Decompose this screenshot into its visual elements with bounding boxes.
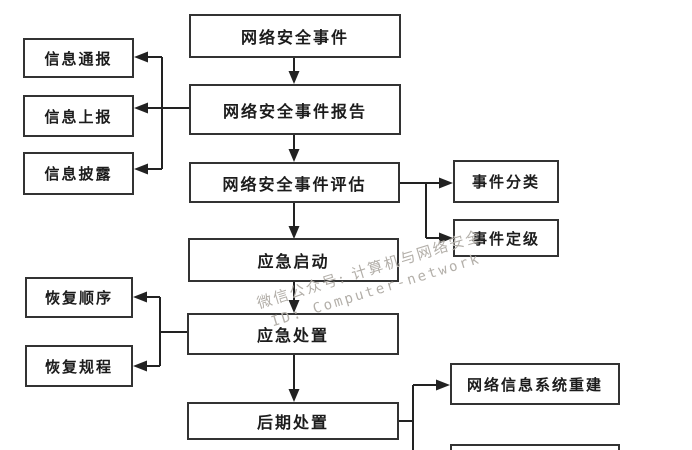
node-incident: 网络安全事件 <box>189 14 401 58</box>
arrow-right-icon <box>439 232 453 244</box>
connector-post-to-rebuild <box>399 379 450 450</box>
node-assess: 网络安全事件评估 <box>189 162 400 203</box>
node-classify: 事件分类 <box>453 160 559 203</box>
edge-response-to-post <box>288 355 300 402</box>
arrow-left-icon <box>134 163 148 175</box>
arrow-right-icon <box>436 379 450 391</box>
connector-report-to-info-boxes <box>134 51 189 175</box>
arrow-down-icon <box>288 300 300 313</box>
connector-response-to-recovery-boxes <box>133 291 187 372</box>
node-response: 应急处置 <box>187 313 399 355</box>
arrow-right-icon <box>439 177 453 189</box>
arrow-left-icon <box>133 360 147 372</box>
arrow-left-icon <box>134 51 148 63</box>
arrow-down-icon <box>288 71 300 84</box>
edge-assess-to-start <box>288 203 300 239</box>
edge-start-to-response <box>288 282 300 313</box>
edge-report-to-assess <box>288 135 300 162</box>
node-notify: 信息通报 <box>23 38 134 78</box>
node-rebuild: 网络信息系统重建 <box>450 363 620 405</box>
connector-assess-to-classification <box>400 177 453 244</box>
edge-incident-to-report <box>288 58 300 84</box>
node-start: 应急启动 <box>188 238 399 282</box>
node-recovery-procedure: 恢复规程 <box>25 345 133 387</box>
node-grade: 事件定级 <box>453 219 559 257</box>
node-disclose: 信息披露 <box>23 152 134 195</box>
node-report: 网络安全事件报告 <box>189 84 401 135</box>
arrow-left-icon <box>133 291 147 303</box>
node-upreport: 信息上报 <box>23 95 134 137</box>
arrow-down-icon <box>288 149 300 162</box>
node-recovery-order: 恢复顺序 <box>25 277 133 318</box>
node-post: 后期处置 <box>187 402 399 440</box>
arrow-down-icon <box>288 389 300 402</box>
arrow-left-icon <box>134 102 148 114</box>
arrow-down-icon <box>288 226 300 239</box>
node-partial-bottom <box>450 444 620 450</box>
